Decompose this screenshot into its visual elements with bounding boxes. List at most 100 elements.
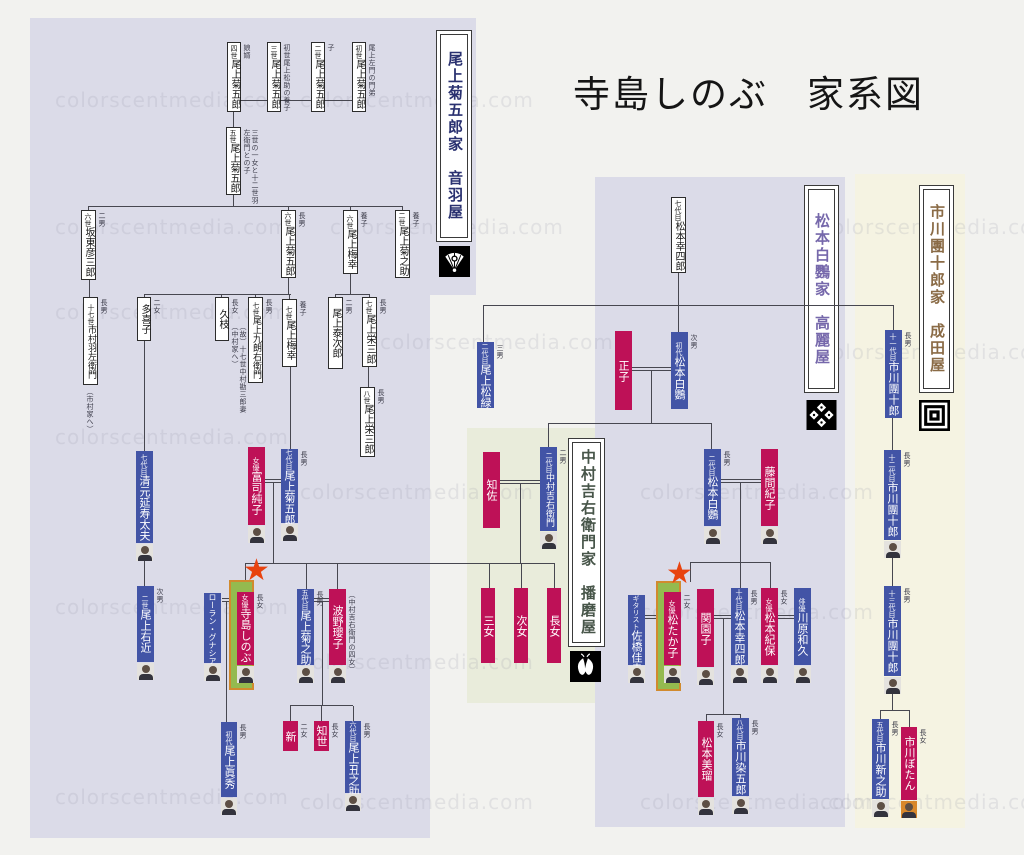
person-name: 知佐 (485, 479, 498, 501)
portrait-photo-matsu-takako (664, 666, 681, 683)
relation-annotation: 長男 (903, 588, 911, 603)
relation-annotation: 長男 (904, 332, 912, 347)
tree-connector-line (706, 715, 707, 721)
person-name: 尾上松緑 (479, 363, 492, 408)
person-node-matsu-takako: 女優松たか子 (664, 592, 681, 665)
photo-head-silhouette (736, 799, 745, 807)
person-name: 中村吉右衛門 (544, 472, 554, 527)
person-node-matsumoto-miru: 松本美瑠 (698, 721, 714, 797)
person-node-kawahara-kazuhisa: 俳優川原和久 (794, 588, 811, 665)
otowaya-fan-crest-icon (438, 246, 471, 281)
tree-connector-line (226, 602, 227, 722)
tree-connector-line (273, 483, 274, 563)
person-name: 久枝 (217, 309, 228, 329)
relation-annotation: 長男 (300, 451, 308, 466)
relation-annotation: 長女 (256, 594, 264, 609)
relation-annotation: 長男 (100, 299, 108, 314)
relation-annotation: 長女 (331, 723, 339, 738)
photo-head-silhouette (888, 543, 897, 551)
tree-connector-line (337, 564, 338, 589)
photo-body-silhouette (629, 677, 644, 683)
person-name: 松本幸四郎 (673, 220, 684, 271)
photo-head-silhouette (301, 668, 310, 676)
person-name: 藤間紀子 (763, 465, 776, 510)
person-node-bando-hikosaburo-vi: 六世坂東彦三郎 (81, 210, 96, 280)
tree-connector-line (290, 706, 291, 721)
tree-connector-line (88, 206, 403, 207)
photo-body-silhouette (665, 677, 680, 683)
person-node-onoe-maholo: 初代尾上眞秀 (221, 722, 237, 797)
photo-head-silhouette (141, 665, 150, 673)
photo-head-silhouette (905, 803, 913, 811)
tree-connector-line (222, 601, 229, 602)
note-annotation: （故）十七世中村勘三郎妻（中村家へ） (231, 323, 247, 413)
person-node-ichikawa-danjuro-xiii: 十三代目市川團十郎 (884, 586, 901, 676)
person-node-daughter-first: 長女 (547, 588, 561, 663)
person-name: 尾上梅幸 (345, 229, 356, 269)
tree-connector-line (651, 371, 652, 423)
portrait-photo-matsumoto-kiho (761, 666, 778, 683)
photo-head-silhouette (702, 800, 710, 808)
tree-connector-line (245, 563, 555, 564)
tree-connector-line (402, 207, 403, 211)
person-node-matsumoto-koshiro-vii: 七代目松本幸四郎 (671, 197, 686, 273)
generation-label: 二世 (314, 45, 322, 59)
photo-head-silhouette (241, 668, 250, 676)
person-node-nakamura-kichiemon-ii: 二代目中村吉右衛門 (540, 447, 557, 531)
photo-head-silhouette (140, 546, 149, 554)
family-label-harimaya: 中村吉右衛門家 播磨屋 (568, 438, 605, 647)
person-node-onoe-eizaburo-viii: 八世尾上栄三郎 (360, 387, 375, 457)
portrait-photo-ichikawa-botan (901, 801, 917, 818)
portrait-photo-namino-yoko (329, 666, 346, 683)
tree-connector-line (500, 480, 540, 481)
portrait-photo-fuji-sumiko (248, 526, 265, 543)
tree-connector-line (265, 482, 281, 483)
relation-annotation: 長男 (379, 299, 387, 314)
photo-head-silhouette (285, 526, 294, 534)
photo-body-silhouette (885, 688, 900, 694)
person-node-onoe-kuroemon-vii: 七世尾上九朗右衛門 (248, 297, 263, 383)
tree-connector-line (288, 207, 289, 211)
person-node-daughter-second: 次女 (514, 588, 528, 663)
profession-label: 女優 (668, 599, 676, 614)
person-node-ichimura-uzaemon-xvii: 十七世市村羽左衛門 (83, 297, 98, 385)
generation-label: 十二代目 (888, 453, 896, 482)
person-name: 多喜子 (139, 304, 150, 334)
person-node-ichikawa-danjuro-xii: 十二代目市川團十郎 (884, 450, 901, 540)
relation-annotation: 養子 (299, 301, 307, 316)
person-name: 尾上栄三郎 (364, 314, 375, 364)
relation-annotation: 長女 (780, 590, 788, 605)
generation-label: 七世 (285, 306, 293, 320)
relation-annotation: 長男 (903, 452, 911, 467)
person-name: 尾上菊之助 (397, 226, 408, 276)
photo-body-silhouette (541, 543, 556, 549)
generation-label: 五代目 (301, 589, 309, 610)
tree-connector-line (740, 715, 741, 718)
relation-annotation: 長男 (377, 389, 385, 404)
portrait-photo-matsumoto-miru (698, 798, 714, 815)
highlight-star-icon: ★ (243, 553, 270, 588)
generation-label: 初世 (355, 45, 363, 59)
person-name: 関園子 (699, 611, 712, 645)
person-name: 新 (284, 730, 297, 742)
tree-connector-line (314, 598, 329, 599)
generation-label: 十一代目 (889, 332, 897, 361)
relation-annotation: 尾上左門の門弟 (368, 44, 376, 97)
person-name: 尾上栄三郎 (362, 404, 373, 454)
tree-connector-line (335, 295, 336, 298)
relation-annotation: 二女 (683, 594, 691, 609)
tree-connector-line (288, 278, 289, 294)
portrait-photo-kawahara-kazuhisa (794, 666, 811, 683)
person-node-ichikawa-danjuro-xi: 十一代目市川團十郎 (885, 330, 902, 418)
person-node-daughter-third: 三女 (481, 588, 495, 663)
person-node-namino-yoko: 波野瓔子 (329, 589, 346, 665)
relation-annotation: 長男 (363, 723, 371, 738)
tree-connector-line (548, 424, 549, 447)
person-node-onoe-kikugoro-v: 五世尾上菊五郎 (226, 127, 241, 195)
person-node-onoe-kikugoro-ii: 二世尾上菊五郎 (311, 42, 325, 112)
person-node-onoe-kikugoro-vi: 六世尾上菊五郎 (281, 210, 296, 278)
person-name: 川原和久 (796, 611, 809, 656)
generation-label: 七世 (365, 300, 373, 314)
relation-annotation: 次男 (156, 588, 164, 603)
tree-connector-line (520, 484, 521, 563)
